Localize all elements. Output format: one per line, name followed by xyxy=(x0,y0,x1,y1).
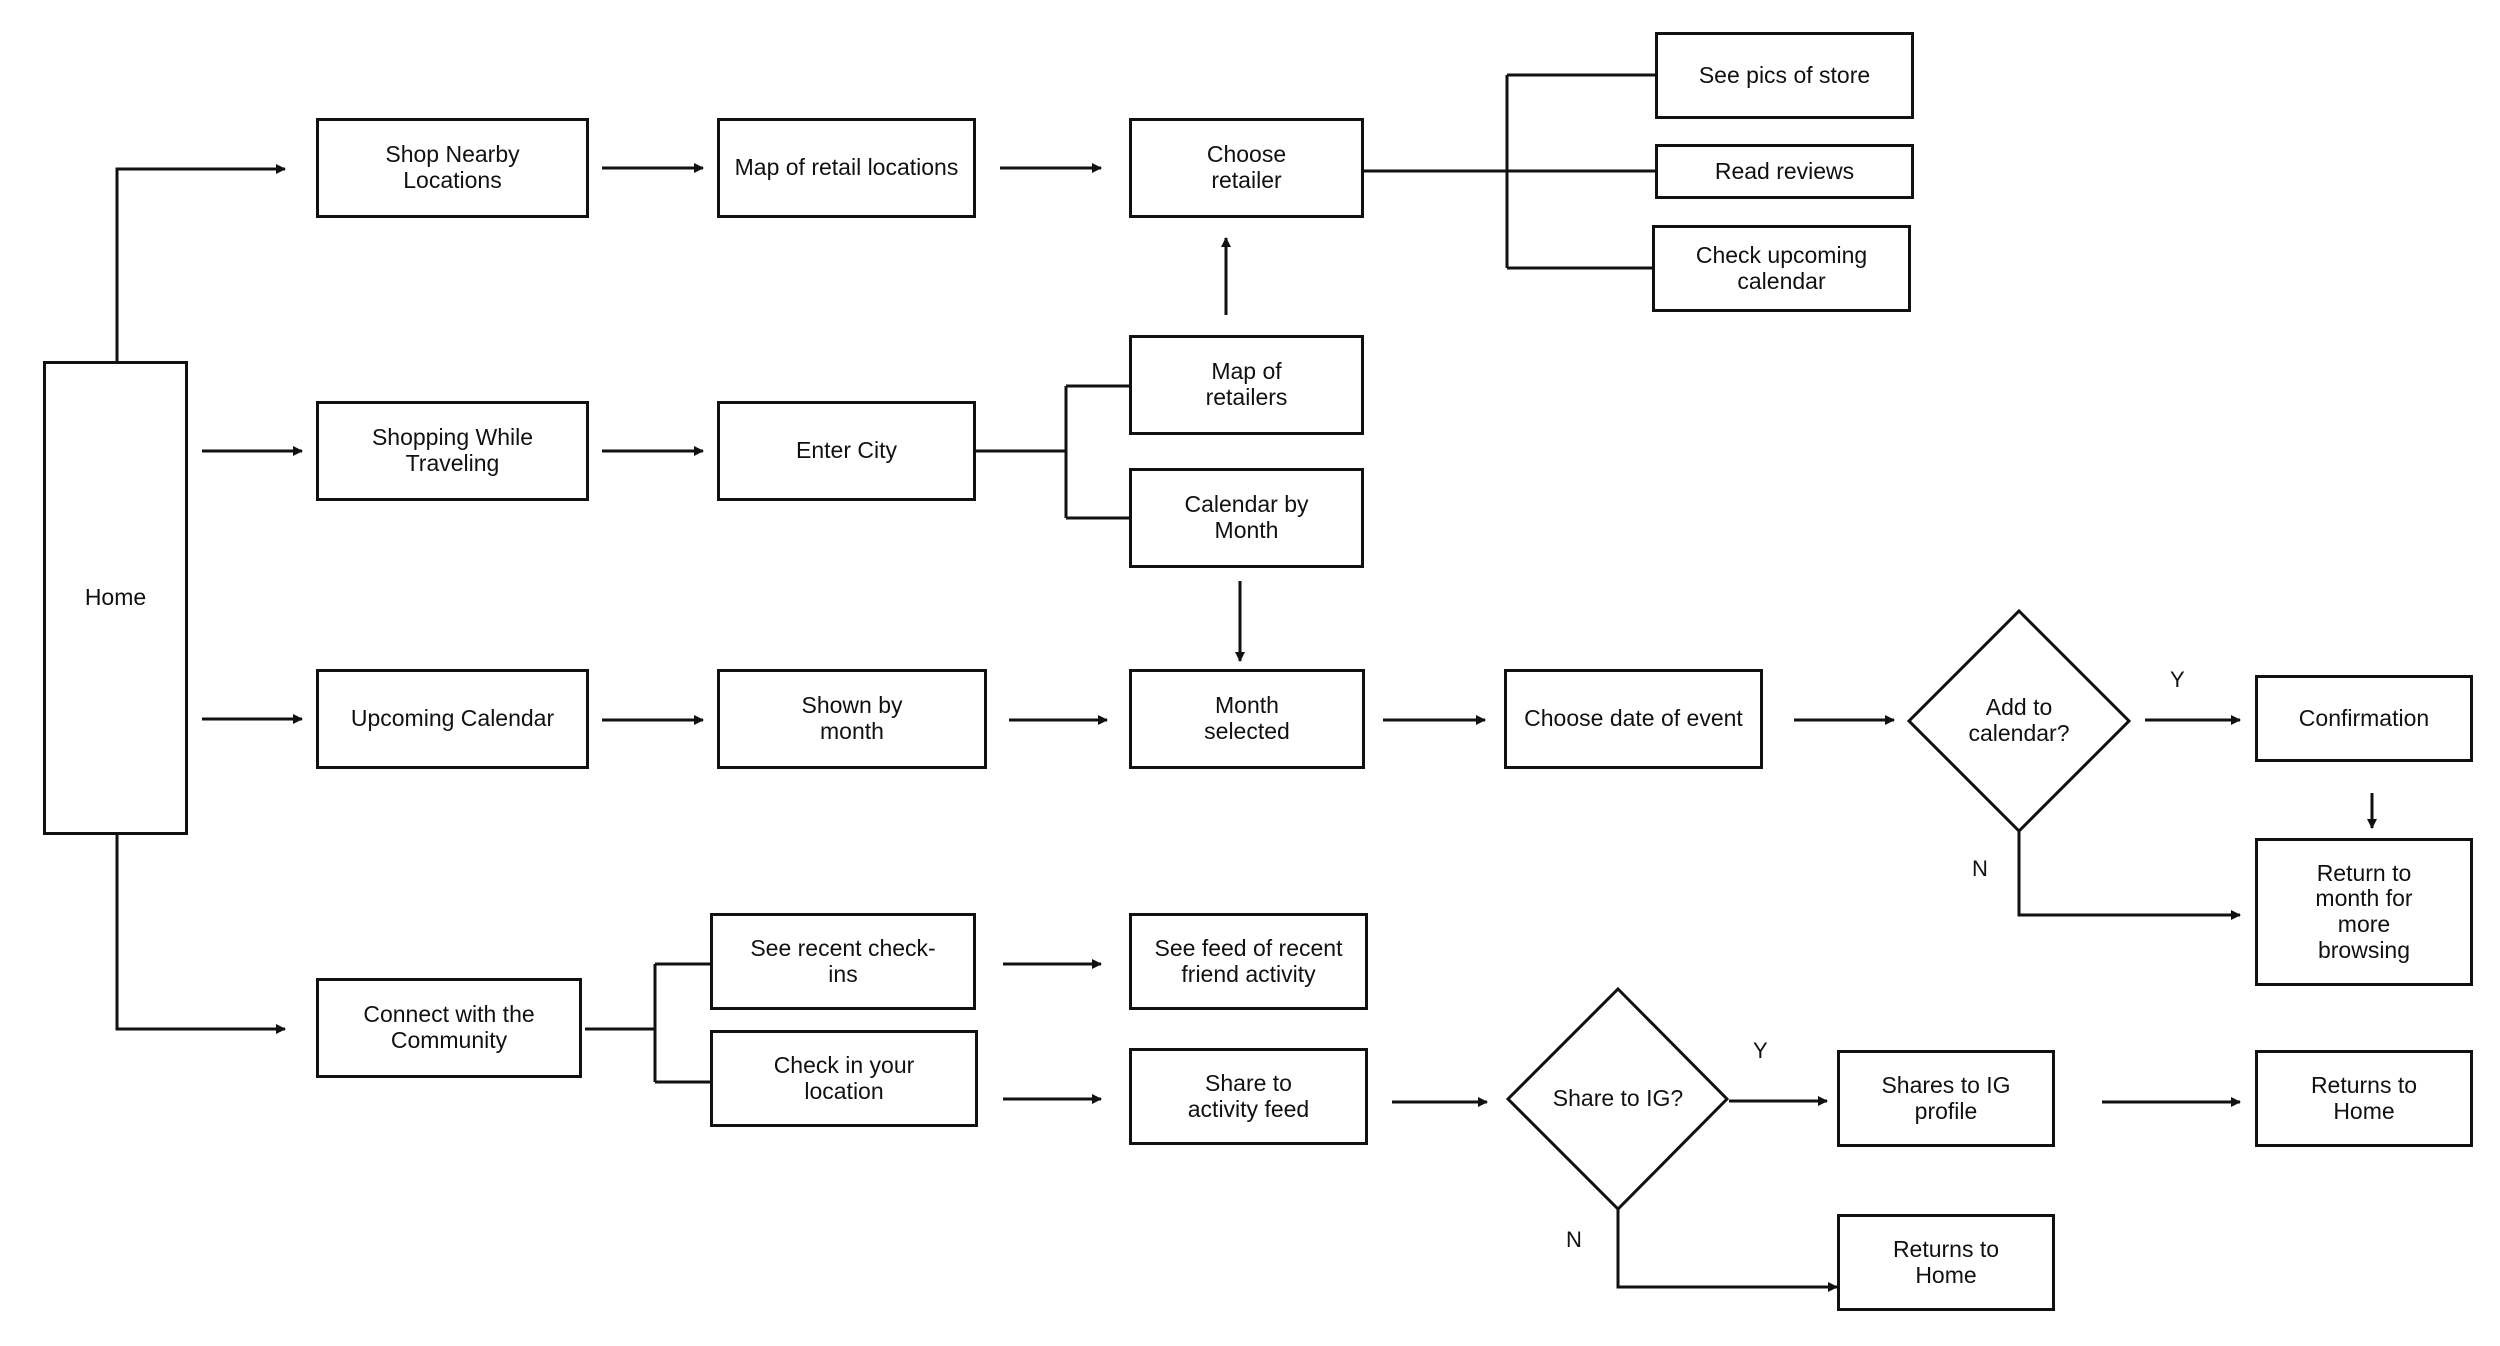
calendar-month-node[interactable]: Calendar by Month xyxy=(1129,468,1364,568)
connect-community-node[interactable]: Connect with the Community xyxy=(316,978,582,1078)
returns-home-node-2[interactable]: Returns to Home xyxy=(1837,1214,2055,1311)
read-reviews-label: Read reviews xyxy=(1714,157,1855,184)
add-to-calendar-diamond xyxy=(1906,608,2132,834)
connect-community-label: Connect with the Community xyxy=(363,1001,535,1053)
shop-nearby-label: Shop Nearby Locations xyxy=(385,141,520,193)
connector-ig-no xyxy=(1616,1209,1838,1292)
month-selected-node[interactable]: Month selected xyxy=(1129,669,1365,769)
map-retail-node[interactable]: Map of retail locations xyxy=(717,118,976,218)
choose-date-label: Choose date of event xyxy=(1524,705,1743,732)
shown-by-month-node[interactable]: Shown by month xyxy=(717,669,987,769)
check-in-node[interactable]: Check in your location xyxy=(710,1030,978,1127)
calendar-no-label: N xyxy=(1972,856,1988,881)
confirmation-label: Confirmation xyxy=(2298,704,2430,731)
return-month-label: Return to month for more browsing xyxy=(2315,859,2413,963)
upcoming-calendar-node[interactable]: Upcoming Calendar xyxy=(316,669,589,769)
confirmation-node[interactable]: Confirmation xyxy=(2255,675,2473,762)
map-retailers-node[interactable]: Map of retailers xyxy=(1129,335,1364,435)
share-feed-label: Share to activity feed xyxy=(1187,1069,1310,1122)
map-retailers-label: Map of retailers xyxy=(1205,358,1288,410)
upcoming-calendar-label: Upcoming Calendar xyxy=(350,705,555,732)
add-to-calendar-label: Add to calendar? xyxy=(1968,694,2070,746)
see-pics-node[interactable]: See pics of store xyxy=(1655,32,1914,119)
shopping-traveling-node[interactable]: Shopping While Traveling xyxy=(316,401,589,501)
enter-city-label: Enter City xyxy=(796,437,897,464)
share-to-ig-label: Share to IG? xyxy=(1552,1085,1684,1112)
returns-home-label-2: Returns to Home xyxy=(1892,1235,2000,1288)
check-calendar-node[interactable]: Check upcoming calendar xyxy=(1652,225,1911,312)
return-month-node[interactable]: Return to month for more browsing xyxy=(2255,838,2473,986)
connector-home-community xyxy=(115,835,286,1034)
shopping-traveling-label: Shopping While Traveling xyxy=(371,424,534,476)
see-feed-node[interactable]: See feed of recent friend activity xyxy=(1129,913,1368,1010)
read-reviews-node[interactable]: Read reviews xyxy=(1655,144,1914,199)
shares-ig-profile-node[interactable]: Shares to IG profile xyxy=(1837,1050,2055,1147)
month-selected-label: Month selected xyxy=(1204,692,1290,744)
calendar-yes-label: Y xyxy=(2170,667,2185,692)
check-in-label: Check in your location xyxy=(773,1051,915,1104)
see-checkins-node[interactable]: See recent check- ins xyxy=(710,913,976,1010)
returns-home-node-1[interactable]: Returns to Home xyxy=(2255,1050,2473,1147)
home-node[interactable]: Home xyxy=(43,361,188,835)
share-feed-node[interactable]: Share to activity feed xyxy=(1129,1048,1368,1145)
choose-date-node[interactable]: Choose date of event xyxy=(1504,669,1763,769)
calendar-month-label: Calendar by Month xyxy=(1184,491,1309,543)
home-label: Home xyxy=(84,584,147,611)
choose-retailer-node[interactable]: Choose retailer xyxy=(1129,118,1364,218)
see-checkins-label: See recent check- ins xyxy=(750,934,936,987)
shares-ig-profile-label: Shares to IG profile xyxy=(1881,1071,2011,1124)
choose-retailer-label: Choose retailer xyxy=(1206,141,1287,193)
check-calendar-label: Check upcoming calendar xyxy=(1695,241,1868,294)
see-feed-label: See feed of recent friend activity xyxy=(1154,934,1343,987)
shown-by-month-label: Shown by month xyxy=(801,692,903,744)
enter-city-node[interactable]: Enter City xyxy=(717,401,976,501)
shop-nearby-node[interactable]: Shop Nearby Locations xyxy=(316,118,589,218)
share-to-ig-diamond xyxy=(1505,986,1730,1212)
returns-home-label-1: Returns to Home xyxy=(2310,1071,2418,1124)
connector-home-shop-nearby xyxy=(115,164,286,361)
ig-yes-label: Y xyxy=(1753,1038,1768,1063)
ig-no-label: N xyxy=(1566,1227,1582,1252)
see-pics-label: See pics of store xyxy=(1698,61,1871,88)
connector-decision-no-return xyxy=(2017,831,2241,920)
map-retail-label: Map of retail locations xyxy=(734,154,959,181)
